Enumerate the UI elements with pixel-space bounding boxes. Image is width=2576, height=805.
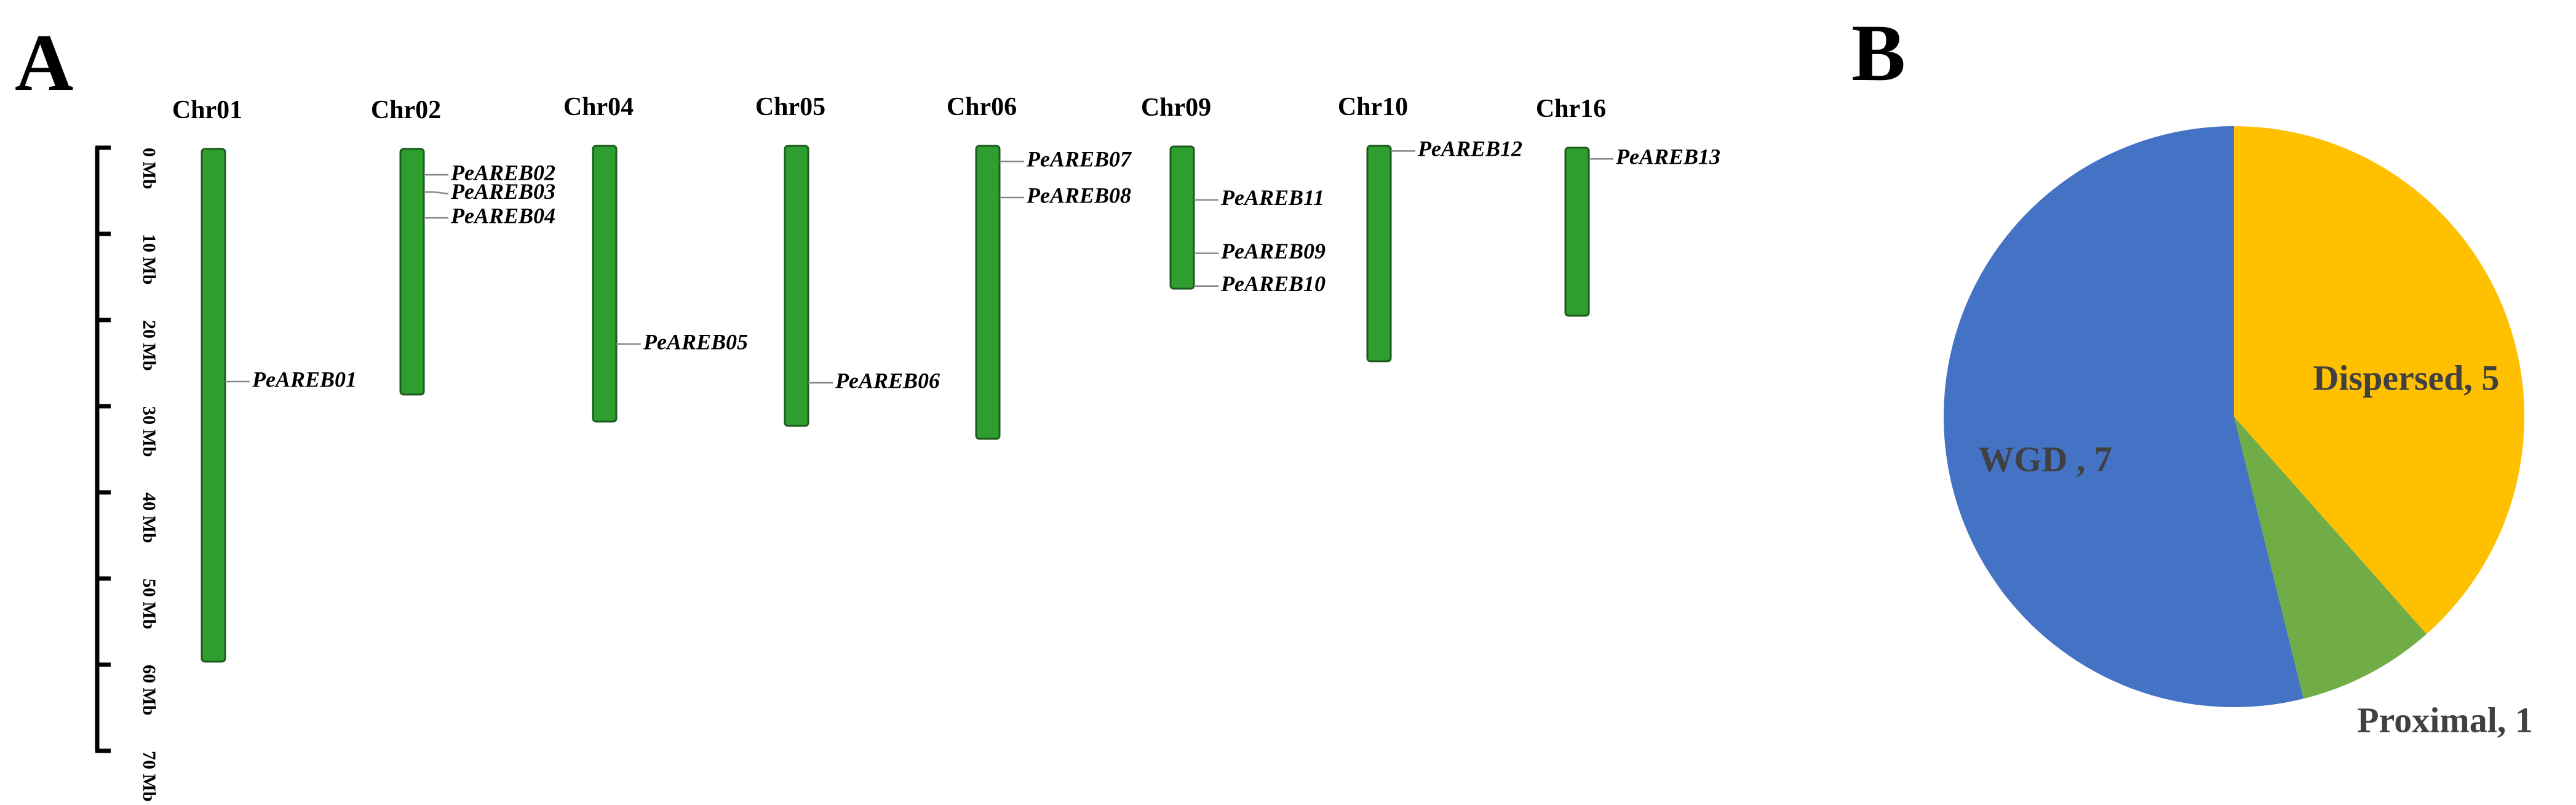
chromosome-bar [1169,145,1195,290]
chromosome-label: Chr10 [1338,93,1408,121]
pie-label-dispersed: Dispersed, 5 [2313,358,2500,398]
gene-label: PeAREB09 [1220,239,1326,263]
gene-label: PeAREB02 [450,160,555,185]
pie-label-proximal: Proximal, 1 [2357,700,2533,740]
scale-tick-label: 60 Mb [139,665,159,716]
chromosome-label: Chr16 [1536,95,1606,123]
gene-marker-line [424,191,449,195]
gene-label: PeAREB01 [252,367,357,391]
scale-tick-label: 0 Mb [139,148,159,190]
scale-tick-label: 20 Mb [139,320,159,371]
scale-tick-label: 70 Mb [139,751,159,802]
scale-tick-label: 30 Mb [139,406,159,457]
chromosome-label: Chr02 [371,96,441,124]
gene-label: PeAREB05 [643,329,748,354]
chromosome-label: Chr05 [755,93,825,121]
gene-label: PeAREB07 [1026,146,1132,171]
panel-label-b: B [1851,7,1906,98]
chromosome-label: Chr09 [1141,94,1211,122]
scale-bar: 0 Mb 10 Mb 20 Mb 30 Mb 40 Mb 50 Mb 60 Mb 70 Mb [95,145,159,802]
panel-label-a: A [15,17,74,108]
chromosome-bar [975,145,1001,440]
chromosome-map: Chr01PeAREB01Chr02PeAREB02PeAREB03PeAREB… [172,93,1720,663]
pie-slice-proximal [2234,417,2427,699]
chromosome-bar [399,148,425,396]
pie-slice-wgd [1944,126,2304,707]
gene-label: PeAREB12 [1417,137,1522,161]
gene-label: PeAREB11 [1220,185,1324,210]
pie-label-wgd: WGD , 7 [1978,439,2112,479]
gene-label: PeAREB10 [1220,271,1326,296]
gene-label: PeAREB13 [1615,144,1720,169]
pie-chart: Dispersed, 5 Proximal, 1 WGD , 7 [1944,126,2533,740]
scale-tick-label: 50 Mb [139,579,159,630]
gene-label: PeAREB04 [450,203,555,228]
chromosome-bar [592,145,618,423]
gene-label: PeAREB03 [450,179,555,204]
chromosome-label: Chr04 [563,93,634,121]
pie-slice-dispersed [2234,126,2524,635]
gene-label: PeAREB08 [1026,183,1131,207]
scale-tick-label: 40 Mb [139,492,159,543]
chromosome-bar [201,148,226,663]
gene-label: PeAREB06 [835,368,940,393]
chromosome-label: Chr06 [947,93,1017,121]
chromosome-bar [784,145,809,427]
scale-tick-label: 10 Mb [139,234,159,285]
chromosome-bar [1366,145,1392,362]
chromosome-label: Chr01 [172,96,242,124]
chromosome-bar [1564,146,1590,317]
